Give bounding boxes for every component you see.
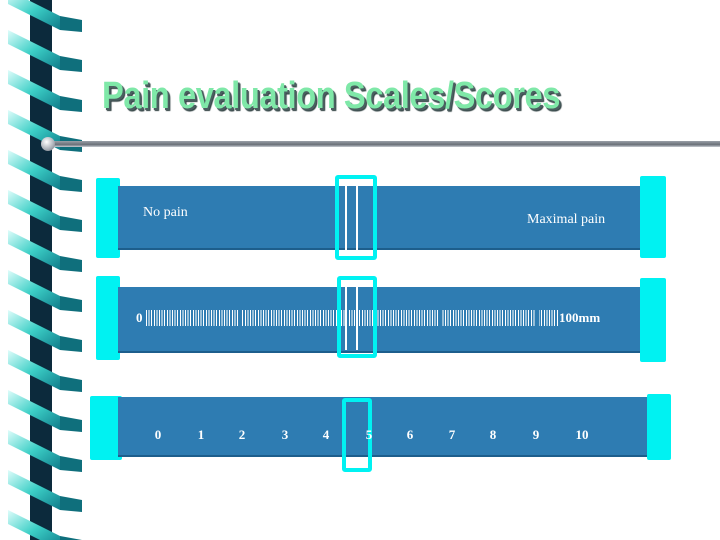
verbal-scale-right-cap	[640, 176, 666, 258]
ribbon-fold	[8, 310, 60, 350]
ribbon-fold-shade	[60, 456, 82, 472]
nrs-left-cap	[90, 396, 122, 460]
ribbon-fold-shade	[60, 496, 82, 512]
verbal-scale-left-cap	[96, 178, 120, 258]
no-pain-label: No pain	[143, 205, 188, 220]
ribbon-fold	[8, 70, 60, 110]
nrs-right-cap	[647, 394, 671, 460]
decorative-ribbon	[8, 0, 82, 540]
ribbon-fold-shade	[60, 336, 82, 352]
verbal-marker-line-right	[356, 182, 358, 252]
ribbon-fold-shade	[60, 256, 82, 272]
vas-right-cap	[640, 278, 666, 362]
nrs-value-6: 6	[406, 427, 414, 442]
nrs-value-1: 1	[197, 427, 205, 442]
ribbon-fold	[8, 390, 60, 430]
vas-tick-gap	[438, 308, 442, 328]
ribbon-fold-shade	[60, 536, 82, 540]
slide-title: Pain evaluation Scales/Scores	[102, 75, 561, 117]
ribbon-fold-shade	[60, 176, 82, 192]
ribbon-fold	[8, 470, 60, 510]
nrs-value-0: 0	[154, 427, 162, 442]
vas-tick-marks	[146, 310, 558, 326]
nrs-panel	[118, 397, 648, 457]
vas-end-label: 100mm	[559, 310, 601, 325]
verbal-scale-panel	[118, 186, 642, 250]
divider-knob	[41, 137, 55, 151]
vas-marker-line-left	[345, 284, 347, 350]
nrs-value-8: 8	[489, 427, 497, 442]
verbal-scale-marker	[335, 175, 377, 260]
ribbon-fold	[8, 430, 60, 470]
ribbon-fold	[8, 30, 60, 70]
vas-marker	[337, 276, 377, 358]
ribbon-fold	[8, 190, 60, 230]
ribbon-fold	[8, 270, 60, 310]
ribbon-fold	[8, 150, 60, 190]
ribbon-fold-shade	[60, 16, 82, 32]
nrs-value-9: 9	[532, 427, 540, 442]
vas-left-cap	[96, 276, 120, 360]
ribbon-fold	[8, 230, 60, 270]
nrs-value-7: 7	[448, 427, 456, 442]
vas-marker-line-right	[356, 284, 358, 350]
vas-tick-gap	[238, 308, 242, 328]
nrs-marker	[342, 398, 372, 472]
title-divider	[48, 141, 720, 147]
nrs-value-3: 3	[281, 427, 289, 442]
vas-start-label: 0	[136, 310, 143, 325]
ribbon-fold-shade	[60, 416, 82, 432]
ribbon-fold-shade	[60, 216, 82, 232]
ribbon-fold	[8, 510, 60, 540]
ribbon-fold	[8, 0, 60, 30]
nrs-value-4: 4	[322, 427, 330, 442]
ribbon-fold-shade	[60, 56, 82, 72]
vas-tick-gap	[535, 308, 539, 328]
verbal-marker-line-left	[345, 182, 347, 252]
nrs-value-5: 5	[365, 427, 373, 442]
nrs-value-2: 2	[238, 427, 246, 442]
ribbon-fold-shade	[60, 376, 82, 392]
maximal-pain-label: Maximal pain	[527, 212, 606, 227]
ribbon-fold-shade	[60, 96, 82, 112]
ribbon-fold-shade	[60, 296, 82, 312]
ribbon-fold	[8, 350, 60, 390]
nrs-value-10: 10	[575, 427, 589, 442]
